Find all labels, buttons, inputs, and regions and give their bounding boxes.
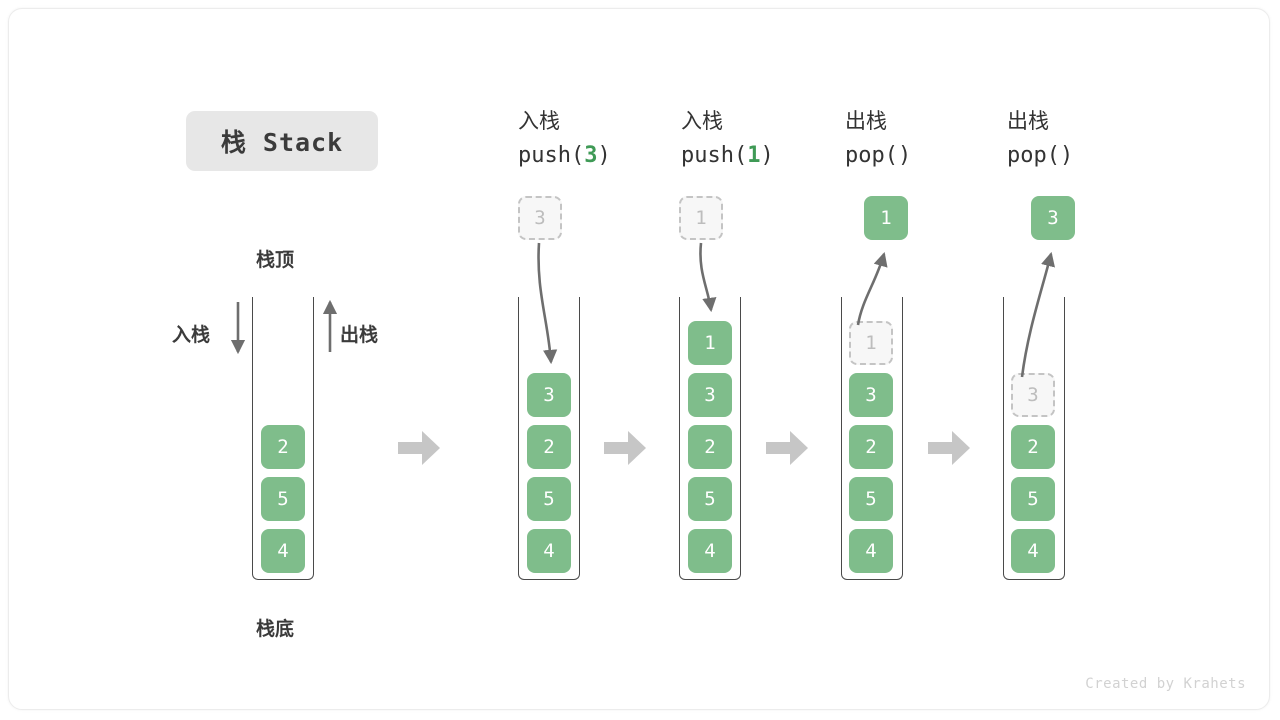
- flow-arrow-icon: [928, 431, 970, 465]
- stack-container-push-1: [679, 297, 741, 580]
- stack-cell: 4: [1011, 529, 1055, 573]
- flow-arrow-icon: [604, 431, 646, 465]
- column-header-code: pop(): [1007, 140, 1187, 172]
- stack-container-pop-3: [1003, 297, 1065, 580]
- stack-cell: 2: [261, 425, 305, 469]
- column-header-cn: 入栈: [518, 109, 560, 133]
- stack-cell: 3: [688, 373, 732, 417]
- stack-cell: 4: [261, 529, 305, 573]
- column-header-push-3: 入栈 push(3): [518, 106, 698, 172]
- stack-cell: 5: [527, 477, 571, 521]
- code-prefix: pop(: [1007, 143, 1060, 169]
- pop-label: 出栈: [340, 324, 379, 346]
- column-header-cn: 入栈: [681, 109, 723, 133]
- stack-container-push-3: [518, 297, 580, 580]
- stack-cell: 3: [849, 373, 893, 417]
- watermark: Created by Krahets: [1085, 676, 1246, 692]
- stack-bottom-label: 栈底: [256, 618, 295, 640]
- code-suffix: ): [760, 143, 774, 169]
- stack-cell: 5: [1011, 477, 1055, 521]
- diagram-title: 栈 Stack: [186, 111, 378, 171]
- stack-cell: 3: [527, 373, 571, 417]
- stack-cell: 5: [261, 477, 305, 521]
- flow-arrow-icon: [766, 431, 808, 465]
- ghost-cell-pop-3: 3: [1011, 373, 1055, 417]
- push-label: 入栈: [172, 324, 211, 346]
- stack-cell: 4: [688, 529, 732, 573]
- column-header-code: push(1): [681, 140, 861, 172]
- column-header-pop-1: 出栈 pop(): [845, 106, 1025, 172]
- ghost-cell-push-1: 1: [679, 196, 723, 240]
- popped-cell-3: 3: [1031, 196, 1075, 240]
- ghost-cell-pop-1: 1: [849, 321, 893, 365]
- flow-arrow-icon: [398, 431, 440, 465]
- stack-cell: 2: [849, 425, 893, 469]
- column-header-pop-3: 出栈 pop(): [1007, 106, 1187, 172]
- stack-cell: 2: [1011, 425, 1055, 469]
- code-prefix: push(: [681, 143, 748, 169]
- stack-container-pop-1: [841, 297, 903, 580]
- stack-cell: 2: [688, 425, 732, 469]
- code-prefix: pop(: [845, 143, 898, 169]
- column-header-code: pop(): [845, 140, 1025, 172]
- code-suffix: ): [897, 143, 912, 169]
- code-prefix: push(: [518, 143, 585, 169]
- stack-cell: 5: [849, 477, 893, 521]
- code-value: 3: [584, 143, 598, 169]
- code-suffix: ): [1059, 143, 1074, 169]
- ghost-cell-push-3: 3: [518, 196, 562, 240]
- stack-cell: 2: [527, 425, 571, 469]
- stack-container-initial: [252, 297, 314, 580]
- column-header-push-1: 入栈 push(1): [681, 106, 861, 172]
- code-value: 1: [747, 143, 761, 169]
- column-header-code: push(3): [518, 140, 698, 172]
- stack-top-label: 栈顶: [256, 249, 295, 271]
- column-header-cn: 出栈: [1007, 109, 1049, 133]
- stack-cell: 4: [527, 529, 571, 573]
- column-header-cn: 出栈: [845, 109, 887, 133]
- stack-cell: 4: [849, 529, 893, 573]
- code-suffix: ): [597, 143, 611, 169]
- stack-cell: 5: [688, 477, 732, 521]
- stack-cell: 1: [688, 321, 732, 365]
- popped-cell-1: 1: [864, 196, 908, 240]
